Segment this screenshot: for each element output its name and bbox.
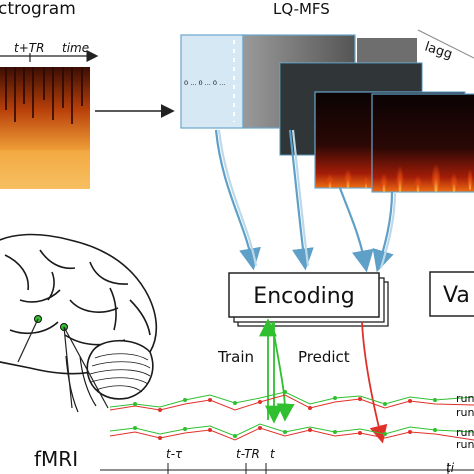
run-label-3: run [456, 426, 474, 439]
lagged-label: lagg [423, 40, 454, 63]
run-series-red-2 [109, 427, 474, 441]
zero-padding-label: 0 ... 0 ... 0 ... [184, 79, 225, 87]
brain-icon [0, 233, 158, 413]
spectrogram-title: ctrogram [0, 0, 76, 19]
run-label-2: run [456, 406, 474, 419]
predict-arrow [361, 321, 388, 444]
tick-ti: ti [446, 461, 455, 474]
encoding-label: Encoding [253, 284, 354, 309]
validation-label: Va [443, 283, 470, 308]
train-label: Train [217, 348, 254, 366]
tick-t-tr: t-TR [236, 447, 260, 461]
time-axis-label: time [62, 41, 89, 55]
fmri-label: fMRI [34, 447, 78, 471]
mfs-panel-0: 0 ... 0 ... 0 ... [180, 34, 244, 129]
run-label-1: run [456, 392, 474, 405]
lq-mfs-title: LQ-MFS [273, 0, 330, 18]
run-series-points [133, 390, 437, 440]
run-series-green-1 [109, 391, 474, 408]
time-marker-label: t+TR [14, 41, 44, 55]
tick-t-tau: t-τ [166, 447, 183, 461]
feature-arrows [214, 129, 397, 273]
voxel-markers [17, 315, 109, 409]
tick-t: t [270, 447, 276, 461]
run-series-red-1 [109, 394, 474, 411]
predict-label: Predict [298, 348, 350, 366]
lagged-indicator [417, 29, 474, 59]
mfs-panel-4 [371, 93, 474, 193]
spectrogram-image [0, 67, 90, 189]
train-arrows [259, 318, 295, 424]
run-label-4: run [456, 438, 474, 451]
encoding-box: Encoding [228, 272, 389, 327]
time-axis-ticks [167, 463, 449, 474]
validation-box: Va [429, 271, 474, 317]
